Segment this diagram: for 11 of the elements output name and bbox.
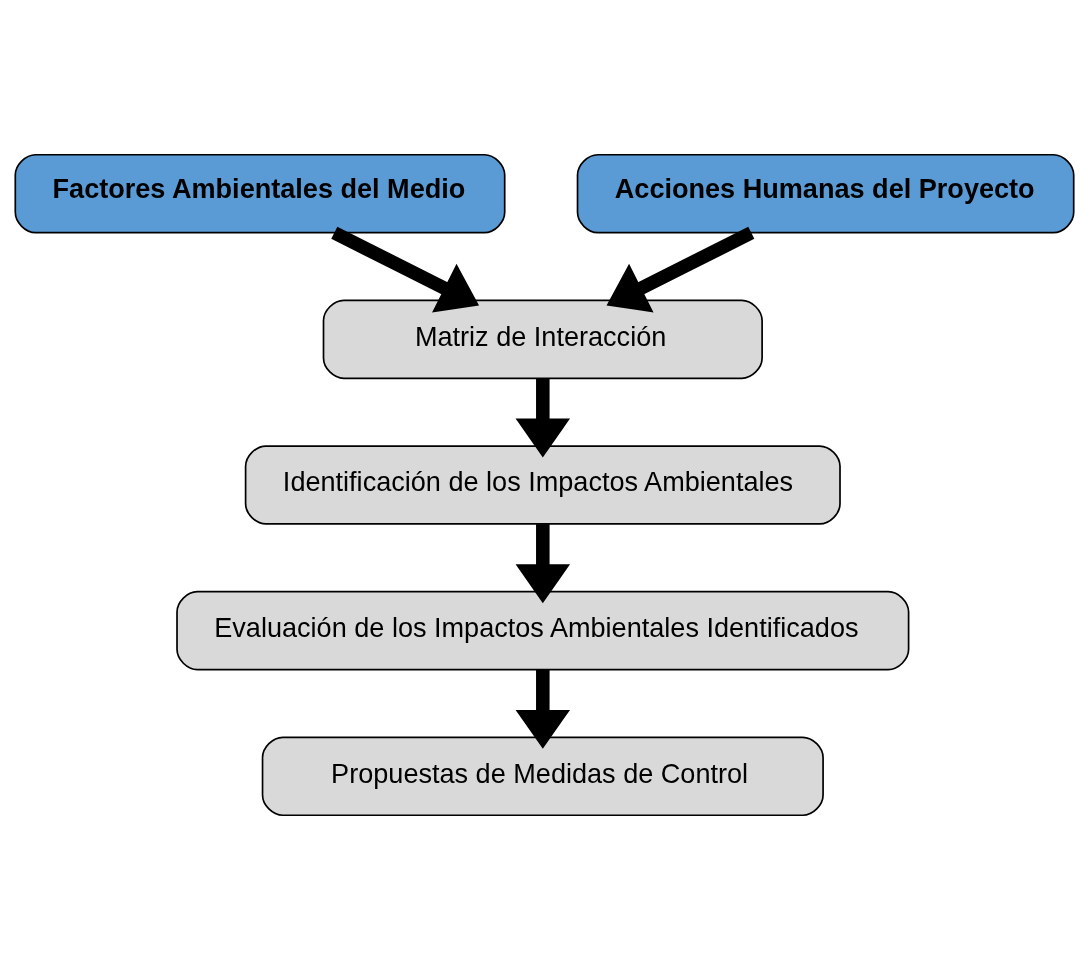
node-box: Evaluación de los Impactos Ambientales Identificados [176,590,910,670]
node-box: Acciones Humanas del Proyecto [576,153,1075,233]
arrow [515,523,571,603]
node-box: Matriz de Interacción [322,299,763,379]
node-box: Propuestas de Medidas de Control [261,736,824,816]
arrow [515,377,571,457]
node-box: Identificación de los Impactos Ambientales [244,444,841,525]
arrow [515,669,571,749]
arrow [606,226,755,312]
node-box: Factores Ambientales del Medio [14,153,506,233]
arrow [331,226,480,312]
